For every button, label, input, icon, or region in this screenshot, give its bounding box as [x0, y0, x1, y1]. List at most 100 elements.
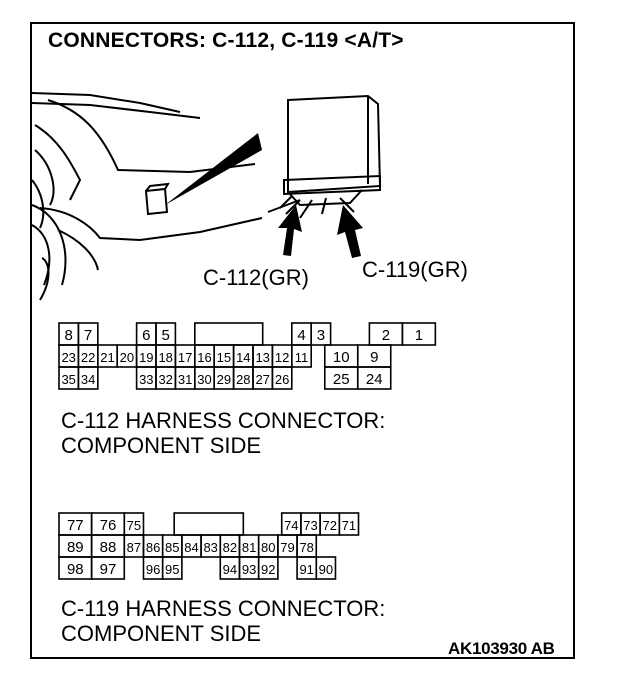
pin-label: 15 — [217, 350, 231, 365]
pin-79: 79 — [277, 534, 298, 558]
pin-97: 97 — [90, 556, 126, 580]
pin-85: 85 — [161, 534, 183, 558]
pin-80: 80 — [257, 534, 279, 558]
pin-label: 73 — [303, 518, 317, 533]
pin-label: 80 — [261, 540, 275, 555]
c112-caption: C-112 HARNESS CONNECTOR: COMPONENT SIDE — [61, 408, 385, 458]
pin-92: 92 — [257, 556, 279, 580]
c112-caption-line2: COMPONENT SIDE — [61, 433, 262, 458]
pin-label: 81 — [242, 540, 256, 555]
pin-label: 6 — [142, 327, 150, 344]
pin-95: 95 — [161, 556, 183, 580]
c112-caption-line1: C-112 HARNESS CONNECTOR: — [61, 408, 386, 433]
pin-label: 78 — [299, 540, 313, 555]
pin-label: 17 — [178, 350, 192, 365]
pin-label: 24 — [366, 371, 383, 388]
pin-90: 90 — [315, 556, 337, 580]
pin-label: 83 — [203, 540, 217, 555]
pin-87: 87 — [123, 534, 145, 558]
pin-label: 10 — [333, 349, 350, 366]
label-c119: C-119(GR) — [362, 257, 468, 282]
pin-label: 96 — [146, 562, 160, 577]
pin-label: 34 — [81, 372, 95, 387]
pin-label: 26 — [275, 372, 289, 387]
pin-91: 91 — [296, 556, 318, 580]
diagram-title: CONNECTORS: C-112, C-119 <A/T> — [48, 29, 404, 52]
arrow-c112 — [278, 205, 302, 256]
pin-label: 8 — [65, 327, 73, 344]
pin-label: 19 — [139, 350, 153, 365]
pin-1: 1 — [401, 322, 437, 346]
pin-73: 73 — [300, 512, 321, 536]
key-notch — [194, 322, 264, 346]
pin-label: 32 — [158, 372, 172, 387]
pin-88: 88 — [90, 534, 126, 558]
pin-75: 75 — [123, 512, 145, 536]
pin-label: 74 — [284, 518, 298, 533]
arrow-c119 — [337, 205, 363, 258]
pin-label: 25 — [333, 371, 350, 388]
pin-label: 7 — [84, 327, 92, 344]
pin-34: 34 — [77, 366, 99, 390]
pin-label: 72 — [322, 518, 336, 533]
pin-label: 27 — [255, 372, 269, 387]
pin-label: 90 — [319, 562, 333, 577]
key-notch — [173, 512, 245, 536]
pin-label: 87 — [127, 540, 141, 555]
pin-label: 91 — [299, 562, 313, 577]
pin-24: 24 — [356, 366, 392, 390]
pin-label: 84 — [184, 540, 198, 555]
pin-label: 12 — [275, 350, 289, 365]
pin-72: 72 — [319, 512, 341, 536]
pin-94: 94 — [219, 556, 241, 580]
pin-label: 13 — [255, 350, 269, 365]
pin-label: 23 — [61, 350, 75, 365]
pin-label: 20 — [120, 350, 134, 365]
pin-77: 77 — [58, 512, 93, 536]
pin-label: 75 — [127, 518, 141, 533]
c119-caption: C-119 HARNESS CONNECTOR: COMPONENT SIDE — [61, 596, 385, 646]
pin-label: 14 — [236, 350, 250, 365]
pin-78: 78 — [296, 534, 318, 558]
pin-89: 89 — [58, 534, 93, 558]
pin-82: 82 — [219, 534, 241, 558]
pin-label: 5 — [162, 327, 170, 344]
pin-label: 82 — [223, 540, 237, 555]
pin-label: 3 — [317, 327, 325, 344]
pin-label: 98 — [67, 561, 84, 578]
pin-label: 79 — [280, 540, 294, 555]
pin-81: 81 — [238, 534, 260, 558]
pin-label: 30 — [197, 372, 211, 387]
pin-label: 76 — [100, 517, 117, 534]
pin-96: 96 — [142, 556, 164, 580]
pin-label: 94 — [223, 562, 237, 577]
pin-label: 1 — [415, 327, 423, 344]
pin-label: 28 — [236, 372, 250, 387]
pin-label: 11 — [295, 350, 309, 365]
pin-98: 98 — [58, 556, 93, 580]
pin-label: 97 — [100, 561, 117, 578]
label-c112: C-112(GR) — [203, 265, 309, 290]
pin-71: 71 — [338, 512, 360, 536]
pin-84: 84 — [181, 534, 202, 558]
pin-label: 93 — [242, 562, 256, 577]
pin-label: 2 — [382, 327, 390, 344]
pin-label: 4 — [297, 327, 305, 344]
pin-label: 22 — [81, 350, 95, 365]
pin-3: 3 — [310, 322, 332, 346]
pin-86: 86 — [142, 534, 164, 558]
pin-label: 18 — [158, 350, 172, 365]
reference-code: AK103930 AB — [448, 639, 555, 658]
pin-label: 85 — [165, 540, 179, 555]
pin-label: 88 — [100, 539, 117, 556]
pin-label: 95 — [165, 562, 179, 577]
c119-caption-line1: C-119 HARNESS CONNECTOR: — [61, 596, 386, 621]
pin-label: 71 — [342, 518, 356, 533]
pin-label: 89 — [67, 539, 84, 556]
pin-label: 31 — [178, 372, 192, 387]
pin-label: 77 — [67, 517, 84, 534]
diagram-frame — [30, 22, 575, 659]
